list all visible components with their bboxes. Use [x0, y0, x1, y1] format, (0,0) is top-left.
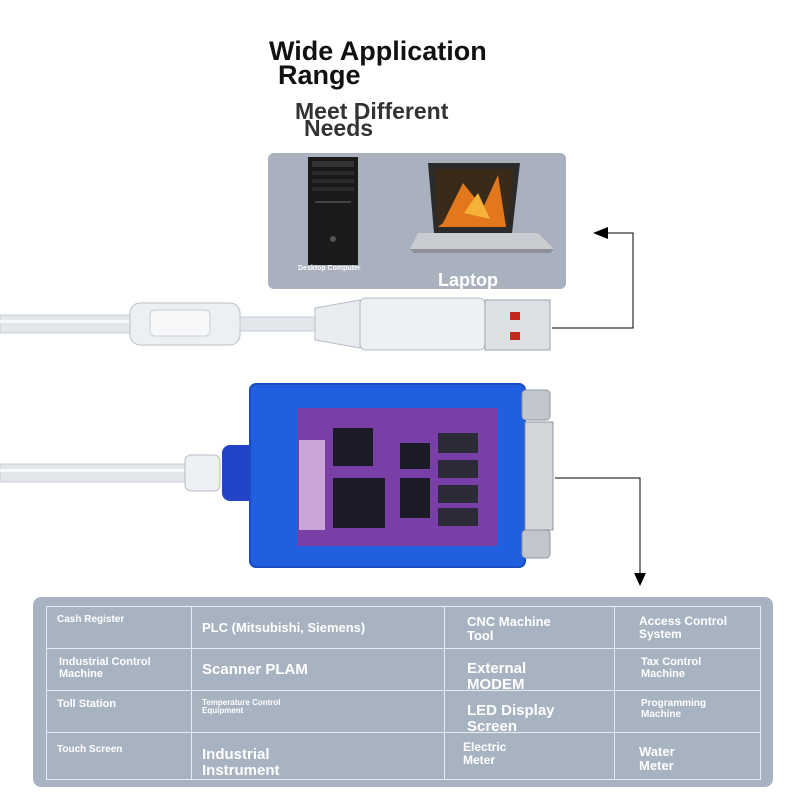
- app-cash-register: Cash Register: [47, 607, 192, 649]
- adapter-body: [222, 383, 526, 568]
- app-plc: PLC (Mitsubishi, Siemens): [192, 607, 445, 649]
- app-water-meter: Water Meter: [615, 733, 761, 780]
- app-access-control-system: Access Control System: [615, 607, 761, 649]
- arrow-to-laptop-icon: [552, 232, 634, 329]
- desktop-label: Desktop Computer: [298, 265, 361, 272]
- app-programming-machine: Programming Machine: [615, 691, 761, 733]
- subheadline-line1: Meet Different: [295, 98, 449, 124]
- app-scanner-plam: Scanner PLAM: [192, 649, 445, 691]
- laptop-icon: [410, 163, 554, 253]
- usb-cable: [0, 297, 551, 351]
- arrow-to-applications-icon: [555, 477, 641, 573]
- serial-cable: [0, 454, 221, 492]
- app-cnc-machine-tool: CNC Machine Tool: [445, 607, 615, 649]
- applications-grid: Cash Register PLC (Mitsubishi, Siemens) …: [46, 606, 761, 780]
- app-electric-meter: Electric Meter: [445, 733, 615, 780]
- app-external-modem: External MODEM: [445, 649, 615, 692]
- device-illustrations: [308, 157, 554, 265]
- headline-line2: Range: [278, 60, 361, 90]
- db9-connector: [521, 389, 554, 559]
- app-tax-control-machine: Tax Control Machine: [615, 649, 761, 691]
- app-touch-screen: Touch Screen: [47, 733, 192, 780]
- app-led-display-screen: LED Display Screen: [445, 691, 615, 734]
- app-industrial-control-machine: Industrial Control Machine: [47, 649, 192, 691]
- desktop-tower-icon: [308, 157, 358, 265]
- subheadline-line2: Needs: [304, 115, 374, 141]
- laptop-label: Laptop: [438, 270, 498, 290]
- applications-panel: Cash Register PLC (Mitsubishi, Siemens) …: [33, 597, 773, 787]
- app-industrial-instrument: Industrial Instrument: [192, 733, 445, 780]
- app-temperature-control-equipment: Temperature Control Equipment: [192, 691, 445, 733]
- headline-line1: Wide Application: [269, 36, 487, 66]
- app-toll-station: Toll Station: [47, 691, 192, 733]
- usb-rs232-adapter-illustration: [0, 227, 646, 586]
- devices-panel: Desktop Computer Laptop: [268, 153, 566, 290]
